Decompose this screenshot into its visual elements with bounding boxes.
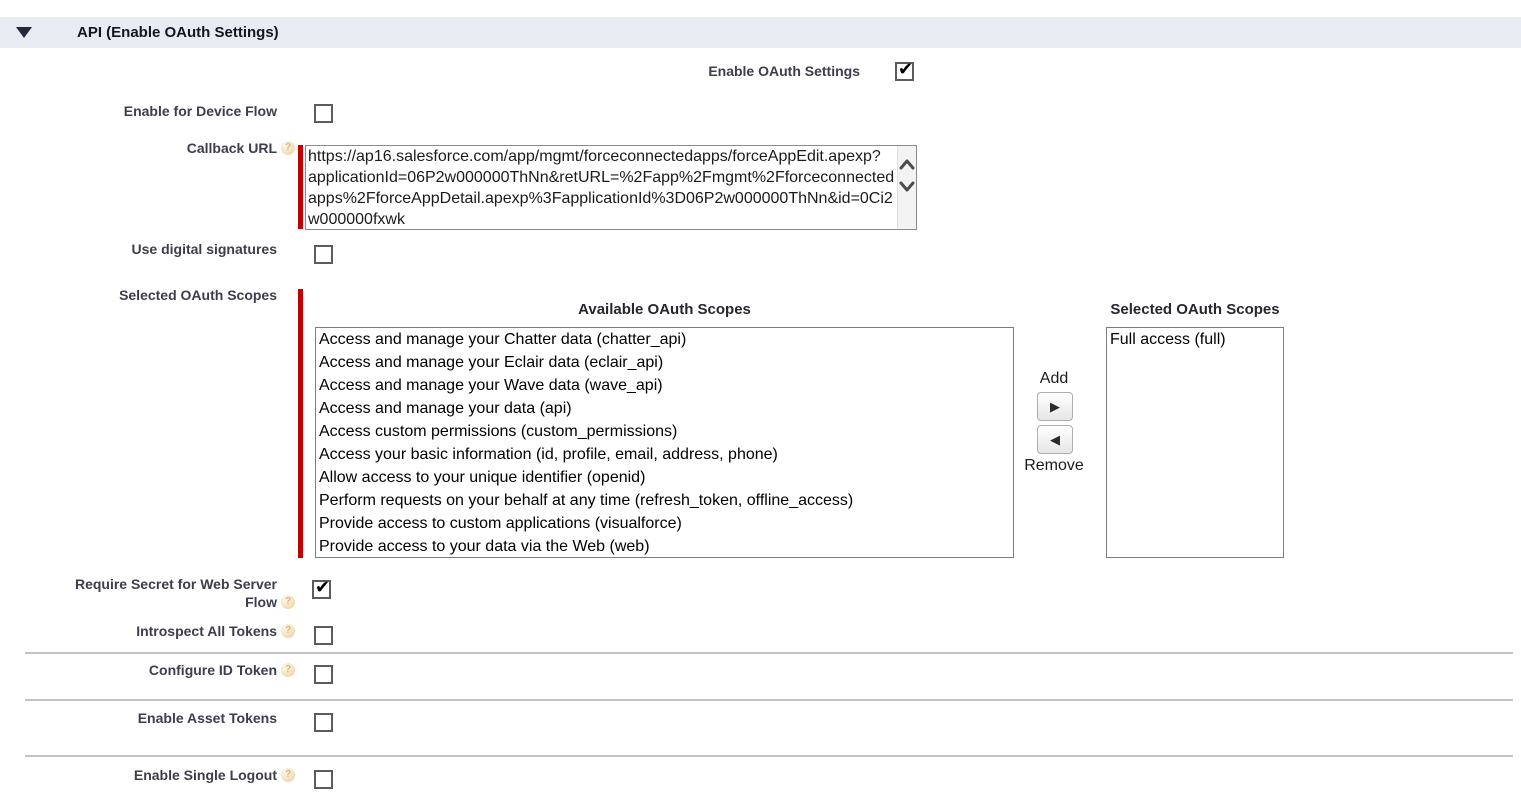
selected-scopes-header: Selected OAuth Scopes [1110,301,1280,318]
add-label: Add [1039,370,1069,387]
collapse-triangle-icon[interactable] [16,27,32,38]
help-icon[interactable] [281,141,295,155]
field-label-single-logout: Enable Single Logout [0,766,295,784]
row-divider [25,699,1513,701]
scope-option[interactable]: Allow access to your unique identifier (… [319,469,646,486]
field-label-enable-oauth: Enable OAuth Settings [708,63,860,79]
scope-option[interactable]: Perform requests on your behalf at any t… [319,492,854,509]
help-icon[interactable] [281,595,295,609]
scope-option[interactable]: Access and manage your Eclair data (ecla… [319,354,664,371]
scroll-down-icon[interactable] [899,181,915,192]
field-label-callback-url: Callback URL [0,139,295,157]
single-logout-checkbox[interactable] [314,770,333,789]
field-label-require-secret: Require Secret for Web Server Flow [0,575,295,611]
remove-arrow-icon [1050,432,1060,448]
configure-id-token-checkbox[interactable] [314,665,333,684]
available-scopes-listbox[interactable]: Access and manage your Chatter data (cha… [315,327,1014,558]
remove-label: Remove [1024,457,1084,474]
required-field-bar [298,145,303,229]
row-divider [25,755,1513,757]
remove-scope-button[interactable] [1037,425,1073,454]
field-label-selected-oauth-scopes: Selected OAuth Scopes [119,287,277,303]
digital-signatures-checkbox[interactable] [314,245,333,264]
scope-option[interactable]: Full access (full) [1110,331,1226,348]
scope-option[interactable]: Access and manage your Chatter data (cha… [319,331,687,348]
help-icon[interactable] [281,663,295,677]
textarea-scrollbar[interactable] [897,146,916,229]
help-icon[interactable] [281,768,295,782]
field-label-introspect: Introspect All Tokens [0,622,295,640]
asset-tokens-checkbox[interactable] [314,713,333,732]
scope-option[interactable]: Access and manage your Wave data (wave_a… [319,377,663,394]
field-label-id-token: Configure ID Token [0,661,295,679]
require-secret-checkbox[interactable] [312,577,331,599]
field-label-digital-signatures: Use digital signatures [131,241,277,257]
section-title: API (Enable OAuth Settings) [77,24,279,41]
introspect-tokens-checkbox[interactable] [314,626,333,645]
selected-scopes-listbox[interactable]: Full access (full) [1106,327,1284,558]
enable-oauth-checkbox[interactable] [895,59,914,81]
row-divider [25,652,1513,654]
scope-option[interactable]: Provide access to your data via the Web … [319,538,650,555]
available-scopes-header: Available OAuth Scopes [578,301,751,318]
callback-url-field-wrap: https://ap16.salesforce.com/app/mgmt/for… [305,145,917,230]
required-field-bar [298,289,303,558]
scope-option[interactable]: Access and manage your data (api) [319,400,572,417]
device-flow-checkbox[interactable] [314,104,333,123]
scope-option[interactable]: Access your basic information (id, profi… [319,446,778,463]
field-label-asset-tokens: Enable Asset Tokens [137,710,277,726]
help-icon[interactable] [281,624,295,638]
scope-option[interactable]: Access custom permissions (custom_permis… [319,423,678,440]
callback-url-input[interactable]: https://ap16.salesforce.com/app/mgmt/for… [306,146,897,229]
section-header-bar[interactable]: API (Enable OAuth Settings) [0,17,1521,48]
scroll-up-icon[interactable] [899,159,915,170]
add-arrow-icon [1050,399,1060,415]
add-scope-button[interactable] [1037,392,1073,421]
field-label-device-flow: Enable for Device Flow [123,103,277,119]
scope-option[interactable]: Provide access to custom applications (v… [319,515,682,532]
